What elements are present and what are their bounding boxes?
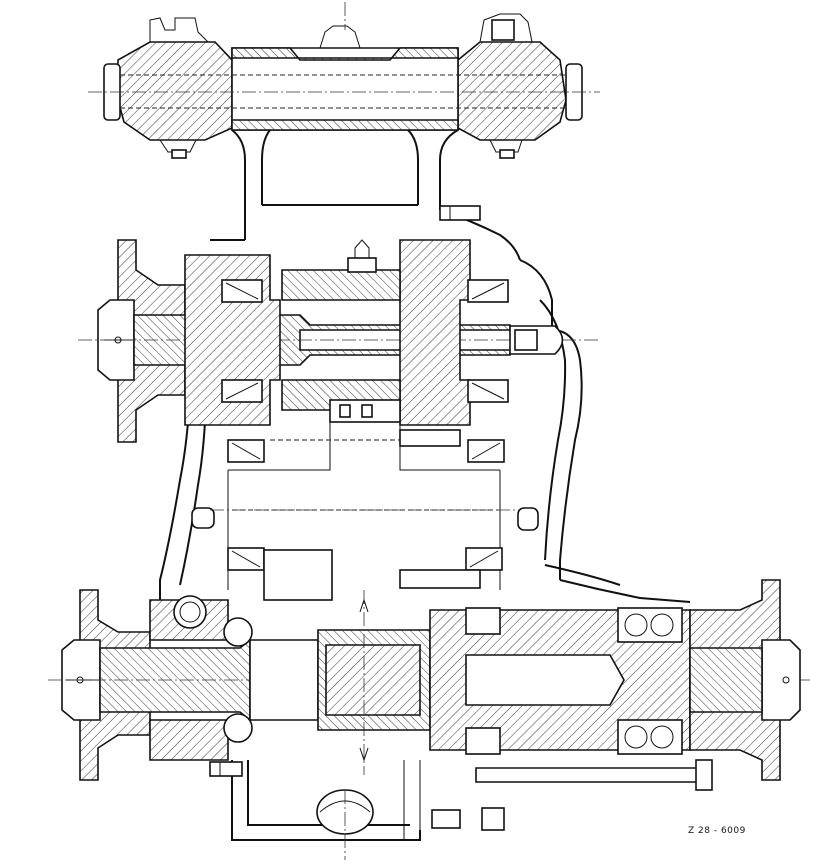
- input-shaft-assembly: [78, 205, 600, 463]
- support-columns: [210, 129, 521, 261]
- centerline-marks: [344, 2, 365, 860]
- drawing-code-label: Z 28 - 6009: [688, 826, 746, 836]
- upper-bearings: [221, 279, 509, 463]
- output-shaft-assembly: [48, 579, 810, 791]
- top-cross-beam: [88, 13, 600, 159]
- intermediate-axis: [210, 429, 520, 601]
